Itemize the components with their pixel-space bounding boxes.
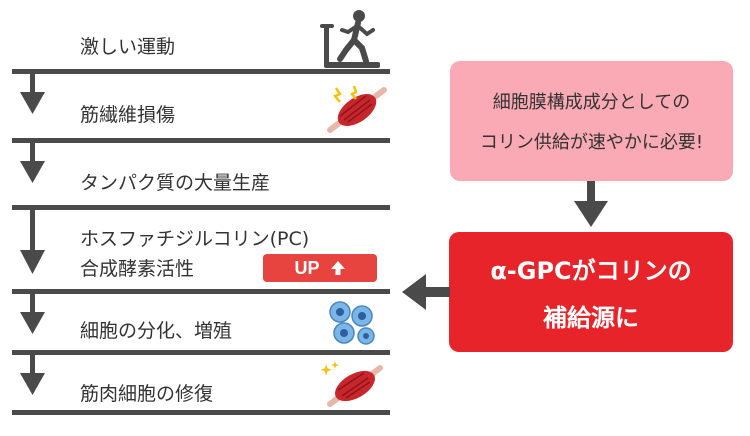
- divider-3: [12, 205, 390, 210]
- up-badge-label: UP: [294, 257, 320, 278]
- highlight-box-line2: 補給源に: [543, 304, 639, 332]
- info-box-line2: コリン供給が速やかに必要!: [479, 132, 704, 153]
- highlight-box-line1: α-GPCがコリンの: [490, 257, 692, 285]
- up-arrow-icon: [330, 261, 345, 275]
- left-arrow-icon: [402, 274, 450, 310]
- step-4-label-line2: 合成酵素活性: [80, 258, 195, 280]
- divider-6: [12, 410, 390, 415]
- down-arrow-icon: [574, 181, 608, 227]
- step-5-label: 細胞の分化、増殖: [80, 320, 233, 342]
- info-box: 細胞膜構成成分としての コリン供給が速やかに必要!: [450, 61, 733, 181]
- down-arrow-icon: [20, 72, 45, 114]
- info-box-line1: 細胞膜構成成分としての: [492, 92, 691, 113]
- divider-4: [12, 289, 390, 294]
- divider-2: [12, 138, 390, 143]
- down-arrow-icon: [20, 141, 45, 183]
- step-6-label: 筋肉細胞の修復: [80, 383, 214, 405]
- cells-icon: [329, 301, 375, 345]
- highlight-box: α-GPCがコリンの 補給源に: [449, 232, 733, 352]
- divider-1: [12, 69, 390, 74]
- damaged-muscle-icon: [327, 85, 387, 133]
- step-4-label-line1: ホスファチジルコリン(PC): [80, 228, 310, 250]
- step-1-label: 激しい運動: [80, 36, 176, 58]
- repaired-muscle-icon: [320, 361, 383, 407]
- step-3-label: タンパク質の大量生産: [80, 172, 271, 194]
- step-2-label: 筋繊維損傷: [80, 104, 176, 126]
- treadmill-runner-icon: [320, 10, 380, 68]
- divider-5: [12, 350, 390, 355]
- up-badge: UP: [263, 254, 377, 282]
- down-arrow-icon: [20, 292, 45, 334]
- down-arrow-icon: [20, 353, 45, 395]
- down-arrow-icon: [20, 208, 45, 274]
